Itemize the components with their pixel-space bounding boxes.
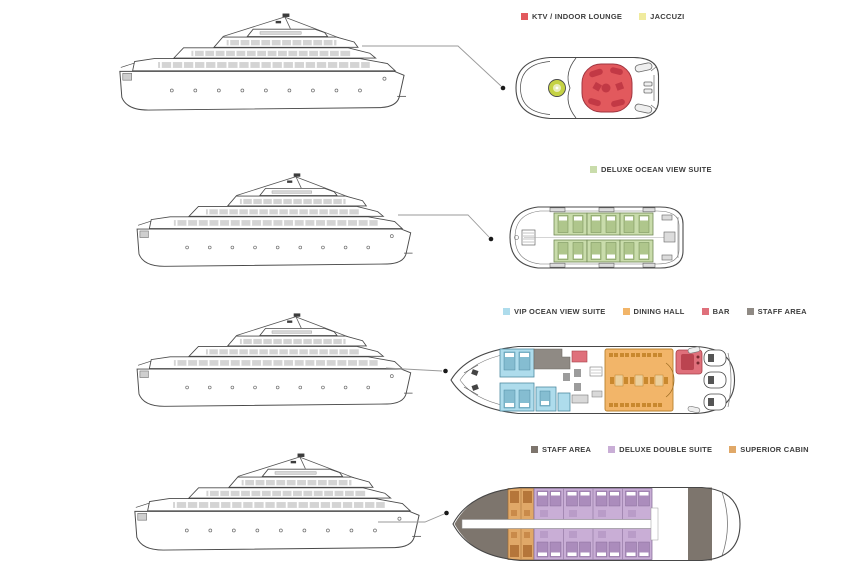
- legend-label: BAR: [712, 307, 730, 316]
- leader-dot-1: [500, 85, 506, 91]
- deluxe-cabins: [553, 212, 654, 263]
- leader-dot-4: [444, 510, 449, 516]
- deck-plan-sun-deck: [515, 56, 660, 120]
- ship-side-view-3: [127, 312, 417, 412]
- legend-item: DELUXE DOUBLE SUITE: [608, 445, 712, 454]
- legend-label: STAFF AREA: [542, 445, 592, 454]
- double-suite-swatch: [608, 446, 616, 453]
- ship-side-view-2: [127, 172, 417, 272]
- hull-outline: [452, 486, 741, 562]
- legend-label: STAFF AREA: [757, 307, 807, 316]
- deck-plan-upper-deck: [509, 206, 684, 269]
- legend-main-deck: VIP OCEAN VIEW SUITE DINING HALL BAR STA…: [503, 307, 807, 316]
- legend-item: DELUXE OCEAN VIEW SUITE: [590, 165, 712, 174]
- legend-item: DINING HALL: [622, 307, 685, 316]
- legend-label: SUPERIOR CABIN: [740, 445, 809, 454]
- deck-plan-main-deck: [450, 345, 736, 415]
- deck-plan-lower-deck: [452, 486, 741, 562]
- legend-item: VIP OCEAN VIEW SUITE: [503, 307, 606, 316]
- bar-area: [675, 349, 703, 375]
- bow-gear: [463, 364, 479, 396]
- ship-side-view-1: [113, 12, 407, 116]
- staff-area-swatch: [746, 308, 754, 315]
- legend-item: STAFF AREA: [531, 445, 591, 454]
- stern-seating: [703, 349, 727, 411]
- vip-suites: [499, 348, 571, 412]
- staff-area-swatch: [531, 446, 538, 453]
- legend-label: VIP OCEAN VIEW SUITE: [514, 307, 606, 316]
- legend-sun-deck: KTV / INDOOR LOUNGE JACCUZI: [521, 12, 684, 21]
- ship-side-view-4: [128, 452, 422, 556]
- bar-swatch: [701, 308, 709, 315]
- legend-item: SUPERIOR CABIN: [729, 445, 809, 454]
- legend-label: KTV / INDOOR LOUNGE: [532, 12, 623, 21]
- staff-area: [533, 348, 571, 370]
- leader-dot-2: [488, 236, 494, 242]
- legend-label: DELUXE OCEAN VIEW SUITE: [601, 165, 712, 174]
- bar-small-area: [571, 350, 588, 363]
- ktv-lounge-swatch: [521, 13, 528, 20]
- legend-label: DINING HALL: [633, 307, 685, 316]
- staff-engine-band: [688, 487, 712, 561]
- vip-suite-swatch: [503, 308, 510, 315]
- superior-cabin-swatch: [729, 446, 737, 453]
- legend-item: KTV / INDOOR LOUNGE: [521, 12, 622, 21]
- deluxe-suite-swatch: [590, 166, 597, 173]
- deck-equipment: [549, 207, 656, 268]
- deluxe-double-suites: [533, 488, 653, 560]
- legend-label: DELUXE DOUBLE SUITE: [619, 445, 713, 454]
- dining-hall-swatch: [622, 308, 630, 315]
- jacuzzi-swatch: [639, 13, 647, 20]
- legend-item: STAFF AREA: [746, 307, 807, 316]
- sun-loungers: [634, 62, 653, 114]
- stern-furniture: [661, 214, 676, 261]
- corridor: [461, 519, 655, 529]
- mid-furniture: [563, 366, 603, 404]
- legend-lower-deck: STAFF AREA DELUXE DOUBLE SUITE SUPERIOR …: [531, 445, 809, 454]
- legend-label: JACCUZI: [650, 12, 685, 21]
- dining-tables: [614, 374, 664, 387]
- legend-item: BAR: [701, 307, 730, 316]
- lounge-furniture: [588, 67, 625, 107]
- legend-item: JACCUZI: [639, 12, 684, 21]
- dining-chairs: [609, 353, 668, 407]
- legend-upper-deck: DELUXE OCEAN VIEW SUITE: [590, 165, 712, 174]
